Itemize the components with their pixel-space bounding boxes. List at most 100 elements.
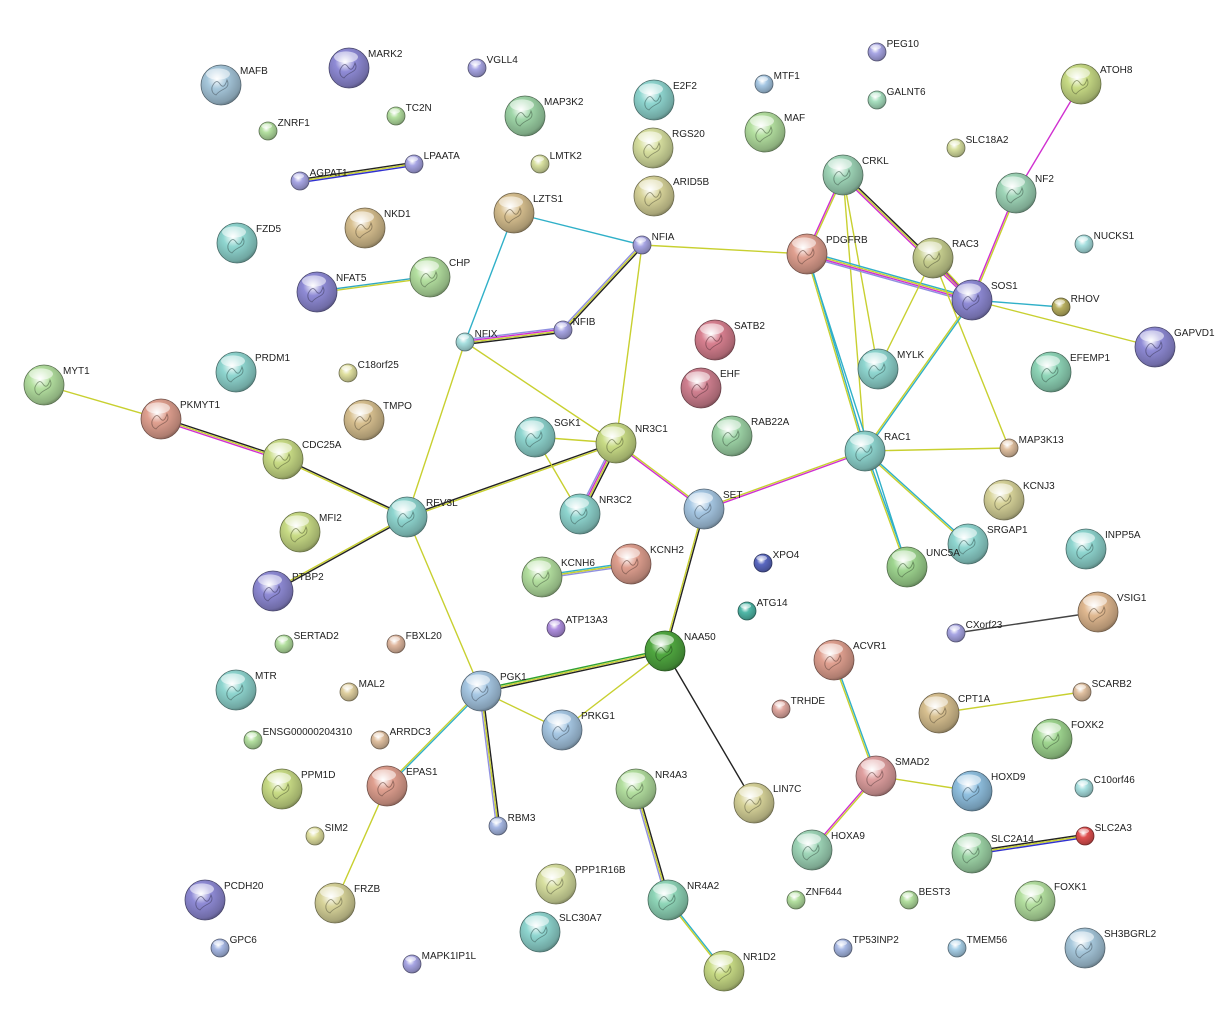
- node-rbm3[interactable]: RBM3: [488, 813, 536, 836]
- node-nfix[interactable]: NFIX: [455, 329, 498, 352]
- node-e2f2[interactable]: E2F2: [633, 79, 697, 121]
- node-kcnh6[interactable]: KCNH6: [521, 556, 595, 598]
- node-acvr1[interactable]: ACVR1: [813, 639, 887, 681]
- node-rgs20[interactable]: RGS20: [632, 127, 705, 169]
- node-tc2n[interactable]: TC2N: [386, 103, 432, 126]
- node-tmpo[interactable]: TMPO: [343, 399, 412, 441]
- node-ehf[interactable]: EHF: [680, 367, 740, 409]
- node-kcnj3[interactable]: KCNJ3: [983, 479, 1055, 521]
- node-scarb2[interactable]: SCARB2: [1072, 679, 1132, 702]
- node-ppp1r16b[interactable]: PPP1R16B: [535, 863, 626, 905]
- node-peg10[interactable]: PEG10: [867, 39, 919, 62]
- node-mapk1ip1l[interactable]: MAPK1IP1L: [402, 951, 477, 974]
- node-efemp1[interactable]: EFEMP1: [1030, 351, 1110, 393]
- node-c10orf46[interactable]: C10orf46: [1074, 775, 1135, 798]
- node-galnt6[interactable]: GALNT6: [867, 87, 926, 110]
- node-rac3[interactable]: RAC3: [912, 237, 979, 279]
- node-set[interactable]: SET: [683, 488, 742, 530]
- node-tp53inp2[interactable]: TP53INP2: [833, 935, 899, 958]
- node-mafb[interactable]: MAFB: [200, 64, 268, 106]
- node-gapvd1[interactable]: GAPVD1: [1134, 326, 1215, 368]
- node-atoh8[interactable]: ATOH8: [1060, 63, 1133, 105]
- node-sertad2[interactable]: SERTAD2: [274, 631, 339, 654]
- node-mfi2[interactable]: MFI2: [279, 511, 342, 553]
- node-ppm1d[interactable]: PPM1D: [261, 768, 335, 810]
- node-frzb[interactable]: FRZB: [314, 882, 380, 924]
- node-cpt1a[interactable]: CPT1A: [918, 692, 991, 734]
- node-nr3c2[interactable]: NR3C2: [559, 493, 632, 535]
- node-hoxd9[interactable]: HOXD9: [951, 770, 1026, 812]
- node-arid5b[interactable]: ARID5B: [633, 175, 709, 217]
- node-nfat5[interactable]: NFAT5: [296, 271, 367, 313]
- node-prkg1[interactable]: PRKG1: [541, 709, 615, 751]
- node-srgap1[interactable]: SRGAP1: [947, 523, 1028, 565]
- node-inpp5a[interactable]: INPP5A: [1065, 528, 1141, 570]
- node-znrf1[interactable]: ZNRF1: [258, 118, 310, 141]
- node-fzd5[interactable]: FZD5: [216, 222, 281, 264]
- node-lin7c[interactable]: LIN7C: [733, 782, 801, 824]
- node-rac1[interactable]: RAC1: [844, 430, 911, 472]
- node-pdgfrb[interactable]: PDGFRB: [786, 233, 868, 275]
- node-sgk1[interactable]: SGK1: [514, 416, 581, 458]
- node-gpc6[interactable]: GPC6: [210, 935, 257, 958]
- node-nucks1[interactable]: NUCKS1: [1074, 231, 1135, 254]
- node-lpaata[interactable]: LPAATA: [404, 151, 460, 174]
- node-rhov[interactable]: RHOV: [1051, 294, 1100, 317]
- node-slc18a2[interactable]: SLC18A2: [946, 135, 1009, 158]
- node-mtr[interactable]: MTR: [215, 669, 277, 711]
- node-pcdh20[interactable]: PCDH20: [184, 879, 264, 921]
- node-nf2[interactable]: NF2: [995, 172, 1054, 214]
- node-znf644[interactable]: ZNF644: [786, 887, 842, 910]
- node-nr1d2[interactable]: NR1D2: [703, 950, 776, 992]
- node-nkd1[interactable]: NKD1: [344, 207, 411, 249]
- node-xpo4[interactable]: XPO4: [753, 550, 800, 573]
- node-lmtk2[interactable]: LMTK2: [530, 151, 582, 174]
- node-atg14[interactable]: ATG14: [737, 598, 788, 621]
- node-nr4a3[interactable]: NR4A3: [615, 768, 688, 810]
- node-nr4a2[interactable]: NR4A2: [647, 879, 720, 921]
- node-pkmyt1[interactable]: PKMYT1: [140, 398, 220, 440]
- node-mal2[interactable]: MAL2: [339, 679, 385, 702]
- node-vsig1[interactable]: VSIG1: [1077, 591, 1147, 633]
- node-vgll4[interactable]: VGLL4: [467, 55, 518, 78]
- node-foxk1[interactable]: FOXK1: [1014, 880, 1087, 922]
- node-unc5a[interactable]: UNC5A: [886, 546, 960, 588]
- node-epas1[interactable]: EPAS1: [366, 765, 438, 807]
- node-sh3bgrl2[interactable]: SH3BGRL2: [1064, 927, 1157, 969]
- node-cxorf23[interactable]: CXorf23: [946, 620, 1003, 643]
- node-nr3c1[interactable]: NR3C1: [595, 422, 668, 464]
- node-smad2[interactable]: SMAD2: [855, 755, 930, 797]
- node-rev3l[interactable]: REV3L: [386, 496, 458, 538]
- node-crkl[interactable]: CRKL: [822, 154, 889, 196]
- node-slc30a7[interactable]: SLC30A7: [519, 911, 602, 953]
- node-maf[interactable]: MAF: [744, 111, 805, 153]
- node-map3k13[interactable]: MAP3K13: [999, 435, 1064, 458]
- node-c18orf25[interactable]: C18orf25: [338, 360, 399, 383]
- node-nfia[interactable]: NFIA: [632, 232, 675, 255]
- node-mtf1[interactable]: MTF1: [754, 71, 800, 94]
- node-rab22a[interactable]: RAB22A: [711, 415, 790, 457]
- node-hoxa9[interactable]: HOXA9: [791, 829, 865, 871]
- node-lzts1[interactable]: LZTS1: [493, 192, 563, 234]
- node-arrdc3[interactable]: ARRDC3: [370, 727, 431, 750]
- node-agpat1[interactable]: AGPAT1: [290, 168, 348, 191]
- node-satb2[interactable]: SATB2: [694, 319, 765, 361]
- node-cdc25a[interactable]: CDC25A: [262, 438, 342, 480]
- node-atp13a3[interactable]: ATP13A3: [546, 615, 608, 638]
- node-myt1[interactable]: MYT1: [23, 364, 90, 406]
- node-trhde[interactable]: TRHDE: [771, 696, 825, 719]
- node-slc2a3[interactable]: SLC2A3: [1075, 823, 1132, 846]
- node-prdm1[interactable]: PRDM1: [215, 351, 290, 393]
- node-chp[interactable]: CHP: [409, 256, 470, 298]
- node-naa50[interactable]: NAA50: [644, 630, 716, 672]
- node-sos1[interactable]: SOS1: [951, 279, 1018, 321]
- node-ptbp2[interactable]: PTBP2: [252, 570, 324, 612]
- node-slc2a14[interactable]: SLC2A14: [951, 832, 1034, 874]
- node-mark2[interactable]: MARK2: [328, 47, 403, 89]
- node-mylk[interactable]: MYLK: [857, 348, 925, 390]
- node-ensg00000204310[interactable]: ENSG00000204310: [243, 727, 353, 750]
- node-best3[interactable]: BEST3: [899, 887, 951, 910]
- node-pgk1[interactable]: PGK1: [460, 670, 527, 712]
- node-sim2[interactable]: SIM2: [305, 823, 348, 846]
- node-foxk2[interactable]: FOXK2: [1031, 718, 1104, 760]
